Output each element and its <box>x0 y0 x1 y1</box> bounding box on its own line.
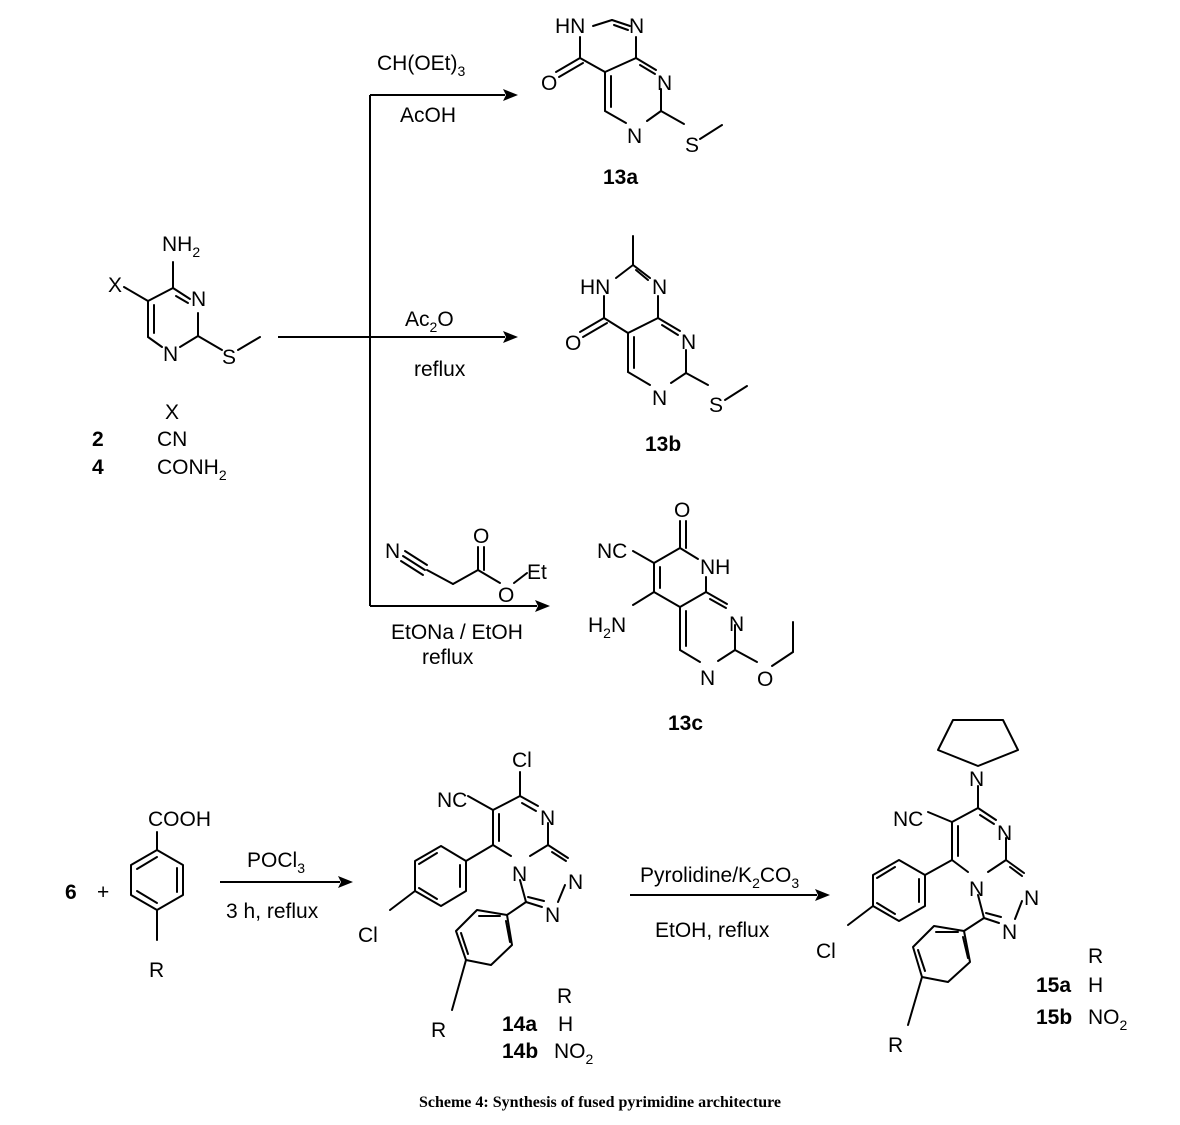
ethyl-cyanoacetate: N O O Et <box>385 525 547 607</box>
n-atom: N <box>1024 887 1039 910</box>
n-atom: N <box>540 807 555 830</box>
compound-13c-label: 13c <box>668 712 703 735</box>
n-atom: N <box>191 288 206 311</box>
n-atom: N <box>629 15 644 38</box>
x-header: X <box>165 401 179 424</box>
reagent-pocl3: POCl3 <box>247 849 305 876</box>
starting-aminopyrimidine: NH2 X N N S <box>108 233 261 369</box>
n-atom: N <box>512 863 527 886</box>
o-atom: O <box>498 584 514 607</box>
o-atom: O <box>757 668 773 691</box>
reagent-reflux: reflux <box>414 358 466 381</box>
hn-atom: HN <box>555 15 585 38</box>
compound-13b-label: 13b <box>645 433 681 456</box>
n-atom: N <box>700 667 715 690</box>
branch-arrows <box>278 89 550 612</box>
reagent-3h-reflux: 3 h, reflux <box>226 900 319 923</box>
substituent-table-2-4: X 2 CN 4 CONH2 <box>92 401 227 483</box>
n-atom: N <box>1002 921 1017 944</box>
product-15-structure: N NC N N N N Cl R <box>816 719 1039 1057</box>
compound-15a-label: 15a <box>1036 974 1071 997</box>
compound-4-label: 4 <box>92 456 104 479</box>
compound-13a-label: 13a <box>603 166 638 189</box>
n-atom: N <box>652 276 667 299</box>
reagent-etoh-reflux: EtOH, reflux <box>655 919 770 942</box>
cl-atom: Cl <box>512 749 532 772</box>
n-atom: N <box>545 904 560 927</box>
o-atom: O <box>541 72 557 95</box>
r-value-no2: NO2 <box>1088 1006 1128 1033</box>
x-value-cn: CN <box>157 428 187 451</box>
s-atom: S <box>222 346 236 369</box>
r-group: R <box>149 959 164 982</box>
reagent-pyrrolidine-k2co3: Pyrolidine/K2CO3 <box>640 864 799 891</box>
cl-atom: Cl <box>816 940 836 963</box>
o-atom: O <box>565 332 581 355</box>
substituent-table-15: R 15a H 15b NO2 <box>1036 945 1128 1033</box>
o-atom: O <box>473 525 489 548</box>
compound-2-label: 2 <box>92 428 104 451</box>
substituent-table-14: R 14a H 14b NO2 <box>502 985 594 1067</box>
s-atom: S <box>685 134 699 157</box>
plus-sign: + <box>97 881 109 904</box>
reagent-triethyl-orthoformate: CH(OEt)3 <box>377 52 466 79</box>
nh-atom: NH <box>700 556 730 579</box>
n-atom: N <box>969 768 984 791</box>
r-group: R <box>431 1019 446 1042</box>
compound-15b-label: 15b <box>1036 1006 1072 1029</box>
scheme-caption: Scheme 4: Synthesis of fused pyrimidine … <box>419 1094 781 1111</box>
x-atom: X <box>108 274 122 297</box>
reagent-ac2o: Ac2O <box>405 308 454 335</box>
n-atom: N <box>729 613 744 636</box>
o-atom: O <box>674 499 690 522</box>
n-atom: N <box>657 72 672 95</box>
cl-atom: Cl <box>358 924 378 947</box>
product-13c-structure: NC O NH H2N N N O <box>588 499 794 691</box>
benzoic-acid-structure: COOH R <box>130 808 211 982</box>
product-14-structure: Cl NC N N N N Cl R <box>358 749 583 1042</box>
reagent-reflux: reflux <box>422 646 474 669</box>
n-atom: N <box>627 125 642 148</box>
n-atom: N <box>385 540 400 563</box>
r-value-no2: NO2 <box>554 1040 594 1067</box>
reagent-etona-etoh: EtONa / EtOH <box>391 621 523 644</box>
n-atom: N <box>652 387 667 410</box>
compound-6-label: 6 <box>65 881 77 904</box>
n-atom: N <box>163 343 178 366</box>
r-header: R <box>1088 945 1103 968</box>
r-value-h: H <box>1088 974 1103 997</box>
r-group: R <box>888 1034 903 1057</box>
nh2-label: NH2 <box>162 233 200 260</box>
nc-label: NC <box>597 540 627 563</box>
product-13b-structure: HN N O N N S <box>565 235 748 417</box>
s-atom: S <box>709 394 723 417</box>
reagent-acoh: AcOH <box>400 104 456 127</box>
r-value-h: H <box>558 1013 573 1036</box>
compound-14a-label: 14a <box>502 1013 537 1036</box>
product-13a-structure: HN N O N N S <box>541 15 723 157</box>
n-atom: N <box>969 878 984 901</box>
nc-label: NC <box>437 789 467 812</box>
n-atom: N <box>681 331 696 354</box>
hn-atom: HN <box>580 276 610 299</box>
r-header: R <box>557 985 572 1008</box>
x-value-conh2: CONH2 <box>157 456 227 483</box>
n-atom: N <box>997 822 1012 845</box>
nc-label: NC <box>893 808 923 831</box>
ethyl-label: Et <box>527 561 547 584</box>
cooh-label: COOH <box>148 808 211 831</box>
n-atom: N <box>568 871 583 894</box>
compound-14b-label: 14b <box>502 1040 538 1063</box>
h2n-label: H2N <box>588 614 626 641</box>
